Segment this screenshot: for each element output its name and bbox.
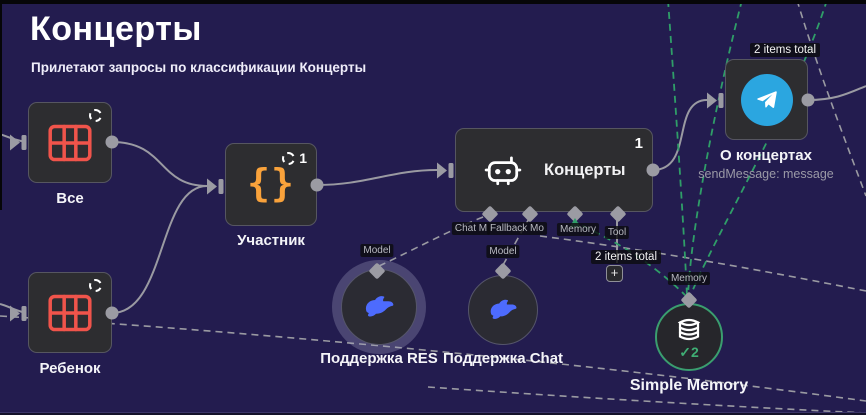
run-count: 1 (299, 150, 307, 166)
agent-inline-title: Концерты (544, 160, 626, 179)
telegram-output-connector[interactable] (801, 93, 815, 107)
connection-vse-uchastnik (111, 141, 208, 187)
pending-spinner-icon (89, 279, 102, 292)
rebenok-input-connector[interactable] (10, 305, 28, 322)
node-telegram[interactable] (725, 59, 808, 140)
node-res-model[interactable] (341, 269, 417, 345)
rebenok-output-connector[interactable] (105, 306, 119, 320)
connection-telegram-out (807, 85, 866, 101)
page-title: Концерты (30, 10, 202, 48)
uchastnik-input-connector[interactable] (207, 178, 225, 195)
node-agent[interactable]: Концерты 1 (455, 128, 653, 212)
node-telegram-operation: sendMessage: message (698, 167, 834, 181)
node-simple-memory[interactable]: ✓2 (655, 303, 723, 371)
page-subtitle: Прилетают запросы по классификации Конце… (31, 60, 367, 75)
telegram-icon (740, 73, 793, 126)
memory-port-chip: Memory (667, 272, 711, 285)
vse-input-connector[interactable] (10, 134, 28, 151)
pending-spinner-icon (89, 109, 102, 122)
node-vse-label: Все (56, 190, 84, 207)
node-chat-model[interactable] (468, 275, 538, 345)
node-status-badge: 1 (282, 150, 307, 166)
run-count-badge: 1 (634, 135, 643, 152)
connection-uchastnik-agent (316, 169, 438, 186)
check-icon: ✓ (679, 344, 691, 360)
res-port-chip: Model (360, 244, 394, 257)
uchastnik-output-connector[interactable] (310, 178, 324, 192)
canvas-left-edge (0, 0, 2, 210)
robot-icon (484, 156, 522, 186)
agent-output-connector[interactable] (646, 163, 660, 177)
node-rebenok-label: Ребенок (39, 360, 101, 377)
memory-run-count: 2 (690, 344, 699, 360)
tool-items-chip: 2 items total (591, 250, 661, 264)
agent-port-label-tool: Tool (604, 226, 630, 239)
agent-input-connector[interactable] (437, 162, 455, 179)
vse-output-connector[interactable] (105, 135, 119, 149)
node-vse[interactable] (28, 102, 112, 183)
node-status-badge (89, 109, 102, 122)
node-uchastnik[interactable]: {} 1 (225, 143, 317, 226)
agent-port-label-chat-model: Chat M (451, 222, 491, 235)
memory-run-status: ✓2 (679, 344, 699, 360)
code-braces-icon: {} (247, 160, 295, 205)
agent-port-label-fallback-model: Fallback Mo (487, 222, 547, 235)
table-grid-icon (48, 294, 92, 331)
agent-port-label-memory: Memory (556, 223, 600, 236)
connection-agent-telegram (652, 99, 708, 171)
telegram-input-connector[interactable] (707, 92, 725, 109)
canvas-bottom-edge (0, 412, 866, 415)
node-rebenok[interactable] (28, 272, 112, 353)
database-icon (677, 318, 701, 341)
deepseek-whale-icon (490, 299, 517, 319)
node-chat-label: Поддержка Chat (442, 350, 564, 367)
telegram-items-chip: 2 items total (750, 43, 820, 57)
node-telegram-label: О концертах (720, 147, 812, 164)
node-uchastnik-label: Участник (237, 232, 305, 249)
node-memory-label: Simple Memory (629, 377, 749, 394)
table-grid-icon (48, 124, 92, 161)
memory-link-offscreen-1 (667, 0, 688, 297)
node-res-label: Поддержка RES (320, 350, 438, 367)
canvas-top-edge (0, 0, 866, 4)
connection-rebenok-uchastnik (111, 185, 208, 314)
add-tool-button[interactable]: + (606, 265, 623, 282)
node-status-badge (89, 279, 102, 292)
chat-port-chip: Model (486, 245, 520, 258)
pending-spinner-icon (282, 151, 296, 165)
deepseek-whale-icon (365, 296, 394, 317)
